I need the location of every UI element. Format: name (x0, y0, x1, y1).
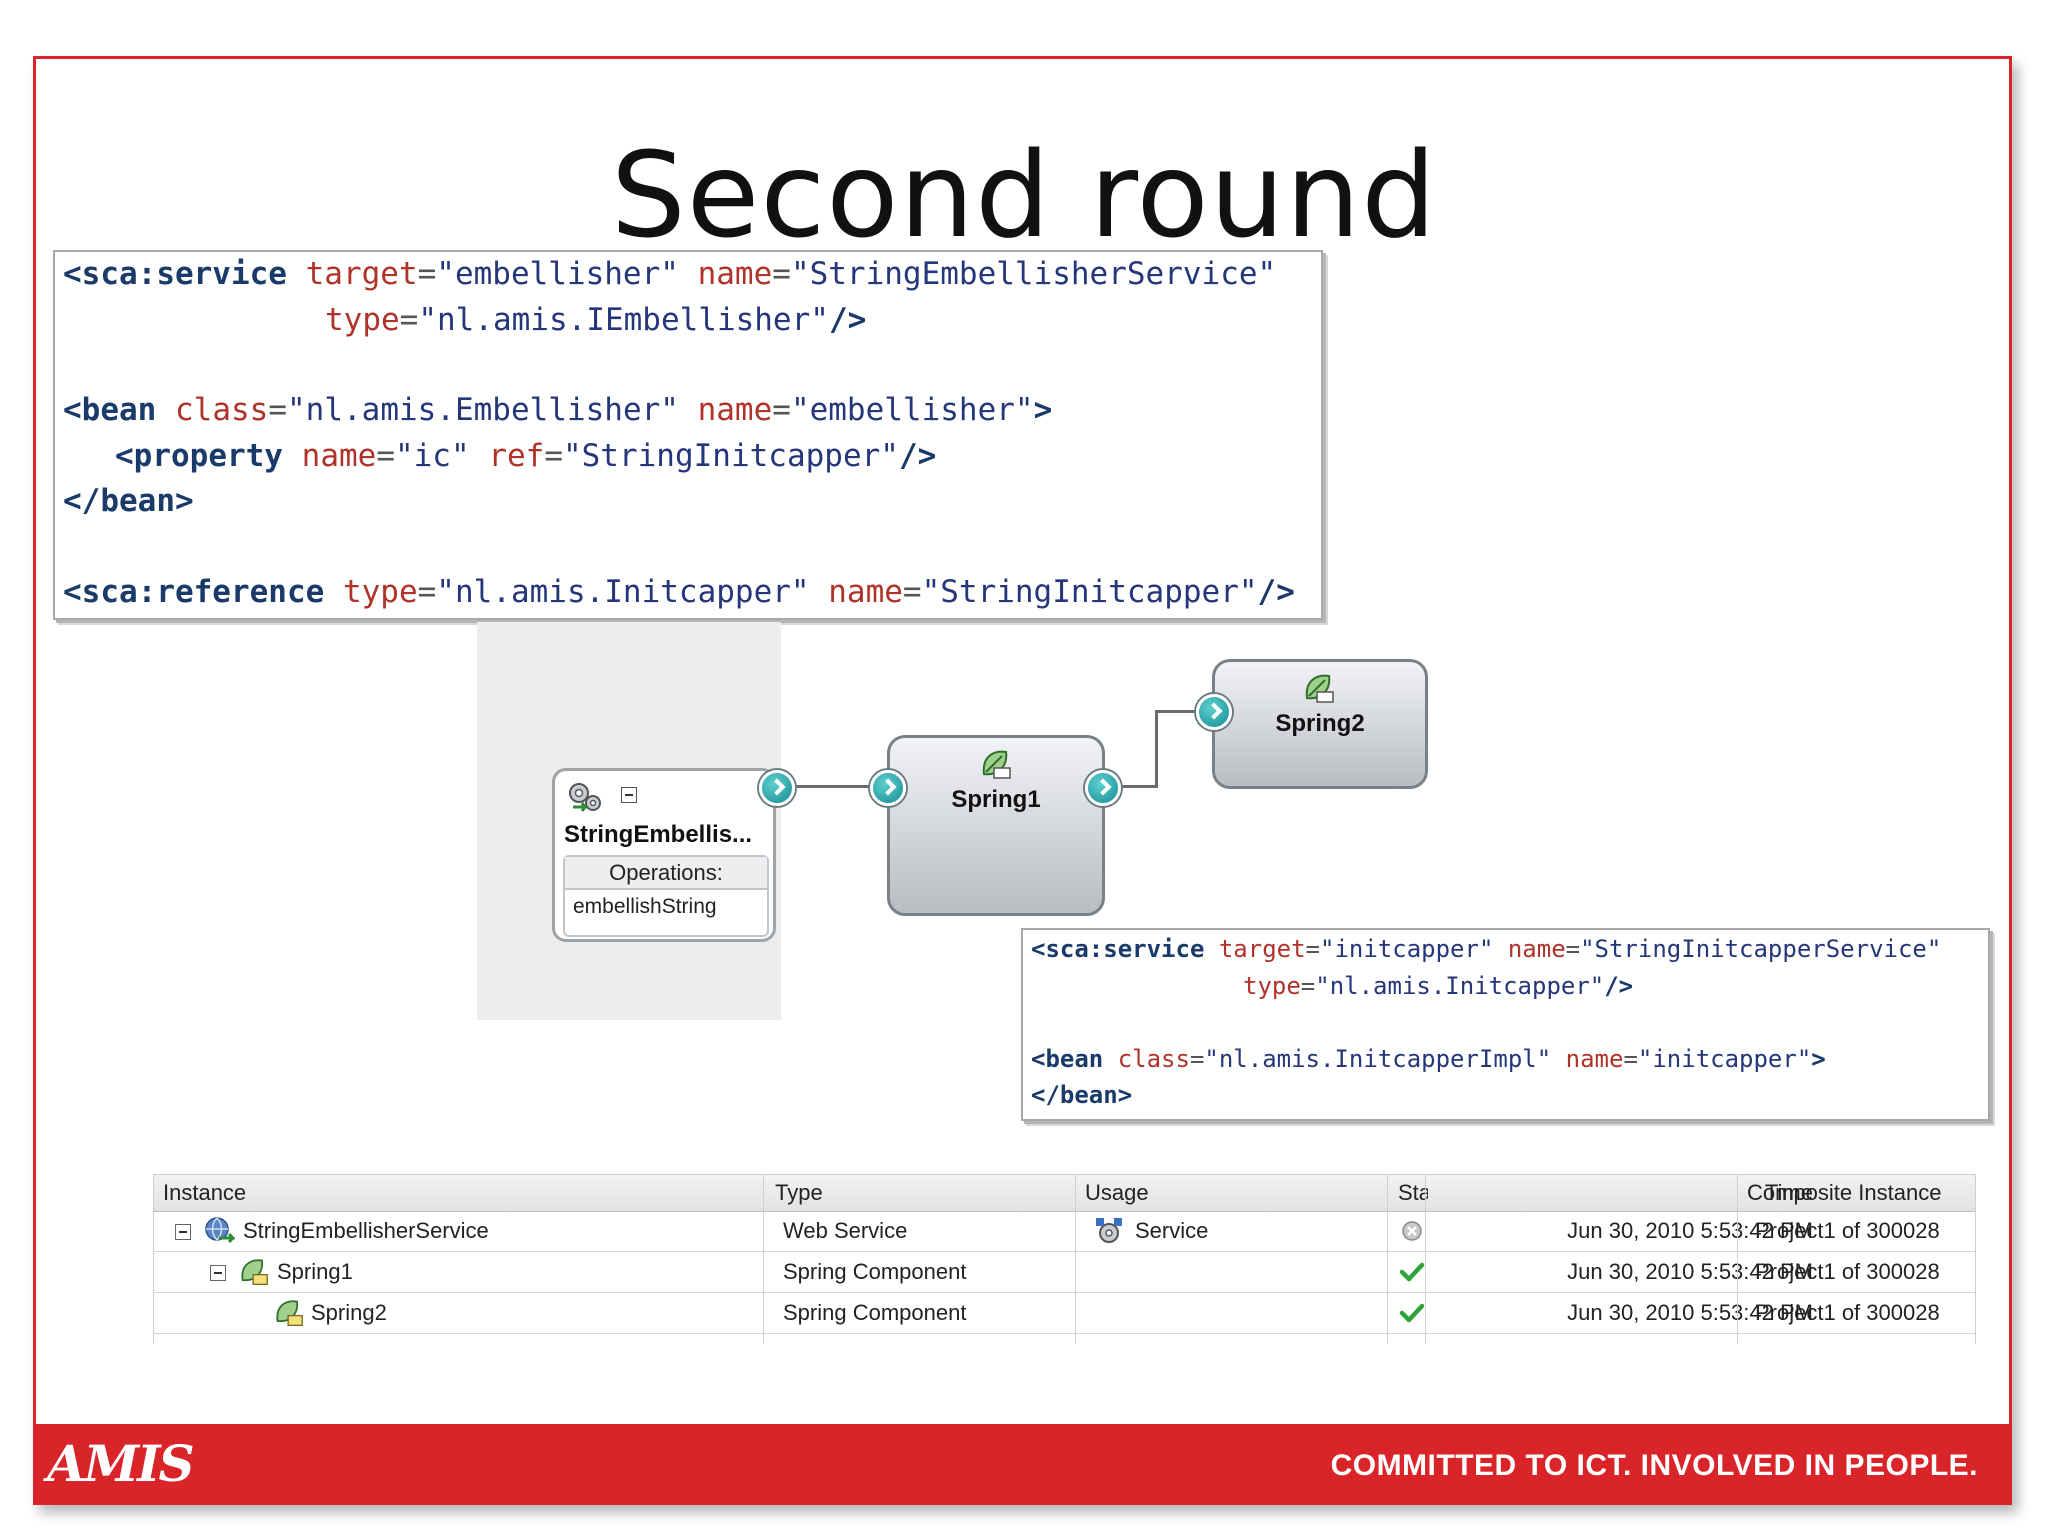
operations-box: Operations: embellishString (563, 855, 769, 937)
operation-item[interactable]: embellishString (573, 895, 717, 918)
column-header-time[interactable]: Time (1764, 1180, 1813, 1205)
wire-spring1-spring2 (1120, 785, 1156, 788)
spring-leaf-icon (1305, 674, 1334, 703)
wire-spring1-spring2 (1155, 710, 1158, 788)
code-line: type="nl.amis.IEmbellisher"/> (325, 302, 867, 338)
code-line: <bean class="nl.amis.Embellisher" name="… (63, 392, 1053, 428)
column-divider (763, 1174, 764, 1344)
table-row[interactable]: StringEmbellisherService Web Service Ser… (153, 1211, 1976, 1252)
code-line: <property name="ic" ref="StringInitcappe… (115, 438, 937, 474)
code-line: </bean> (63, 483, 194, 519)
instance-name: StringEmbellisherService (243, 1218, 489, 1243)
code-line: <bean class="nl.amis.InitcapperImpl" nam… (1031, 1045, 1826, 1073)
code-snippet-initcapper: <sca:service target="initcapper" name="S… (1021, 928, 1990, 1121)
instance-time: Jun 30, 2010 5:53:42 PM (1567, 1300, 1813, 1325)
spring1-service-port[interactable] (870, 770, 906, 806)
service-component[interactable]: StringEmbellis... Operations: embellishS… (552, 768, 776, 942)
code-line: <sca:service target="embellisher" name="… (63, 256, 1277, 292)
instance-composite[interactable]: Project1 of 300028 (1755, 1218, 1940, 1243)
table-header: Instance Type Usage Sta Time Composite I… (153, 1174, 1976, 1212)
collapse-toggle[interactable] (210, 1265, 226, 1281)
column-divider (1975, 1174, 1976, 1344)
column-header-instance[interactable]: Instance (163, 1180, 247, 1205)
state-ok-icon (1399, 1262, 1425, 1282)
spring2-component[interactable]: Spring2 (1212, 659, 1428, 789)
instance-type: Spring Component (783, 1259, 967, 1284)
instance-time: Jun 30, 2010 5:53:42 PM (1567, 1259, 1813, 1284)
spring1-component[interactable]: Spring1 (887, 735, 1105, 916)
state-neutral-icon (1402, 1221, 1422, 1241)
state-ok-icon (1399, 1303, 1425, 1323)
spring1-reference-port[interactable] (1085, 770, 1121, 806)
instance-composite[interactable]: Project1 of 300028 (1755, 1300, 1940, 1325)
operations-header: Operations: (565, 857, 767, 890)
column-header-type[interactable]: Type (775, 1180, 823, 1205)
column-header-composite[interactable]: Composite Instance (1747, 1180, 1942, 1205)
column-divider (1387, 1174, 1388, 1344)
table-row[interactable]: Spring2 Spring Component Jun 30, 2010 5:… (153, 1293, 1976, 1334)
amis-logo: AMIS (47, 1434, 195, 1493)
instance-type: Web Service (783, 1218, 908, 1243)
code-snippet-embellisher: <sca:service target="embellisher" name="… (53, 250, 1323, 620)
column-header-usage[interactable]: Usage (1085, 1180, 1149, 1205)
gears-icon (569, 783, 601, 812)
column-divider (153, 1174, 154, 1344)
instance-table: Instance Type Usage Sta Time Composite I… (153, 1174, 1976, 1344)
code-line: <sca:service target="initcapper" name="S… (1031, 935, 1942, 963)
spring-leaf-icon (276, 1300, 303, 1327)
instance-time: Jun 30, 2010 5:53:42 PM (1567, 1218, 1813, 1243)
service-reference-port[interactable] (759, 770, 795, 806)
service-usage-icon (1096, 1218, 1122, 1243)
collapse-toggle[interactable] (175, 1224, 191, 1240)
column-divider (1425, 1174, 1426, 1344)
column-divider (1737, 1174, 1738, 1344)
wire-spring1-spring2 (1155, 710, 1210, 713)
column-header-state[interactable]: Sta (1398, 1180, 1428, 1205)
spring-leaf-icon (982, 750, 1011, 779)
spring1-label: Spring1 (951, 786, 1041, 813)
web-service-icon (205, 1217, 235, 1244)
column-divider (1075, 1174, 1076, 1344)
wire-service-spring1 (796, 785, 890, 788)
footer-bar (33, 1424, 2012, 1505)
instance-name: Spring2 (311, 1300, 387, 1325)
code-line: type="nl.amis.Initcapper"/> (1243, 972, 1634, 1000)
code-line: </bean> (1031, 1081, 1133, 1109)
service-name: StringEmbellis... (564, 821, 753, 848)
slide-title: Second round (610, 126, 1438, 264)
instance-usage: Service (1135, 1218, 1209, 1243)
code-line: <sca:reference type="nl.amis.Initcapper"… (63, 574, 1295, 610)
instance-name: Spring1 (277, 1259, 353, 1284)
footer-tagline: COMMITTED TO ICT. INVOLVED IN PEOPLE. (1330, 1449, 1978, 1482)
instance-composite[interactable]: Project1 of 300028 (1755, 1259, 1940, 1284)
collapse-toggle[interactable] (621, 787, 637, 803)
spring2-label: Spring2 (1275, 710, 1365, 737)
instance-type: Spring Component (783, 1300, 967, 1325)
spring2-service-port[interactable] (1196, 694, 1232, 730)
table-row[interactable]: Spring1 Spring Component Jun 30, 2010 5:… (153, 1252, 1976, 1293)
spring-leaf-icon (241, 1259, 268, 1286)
